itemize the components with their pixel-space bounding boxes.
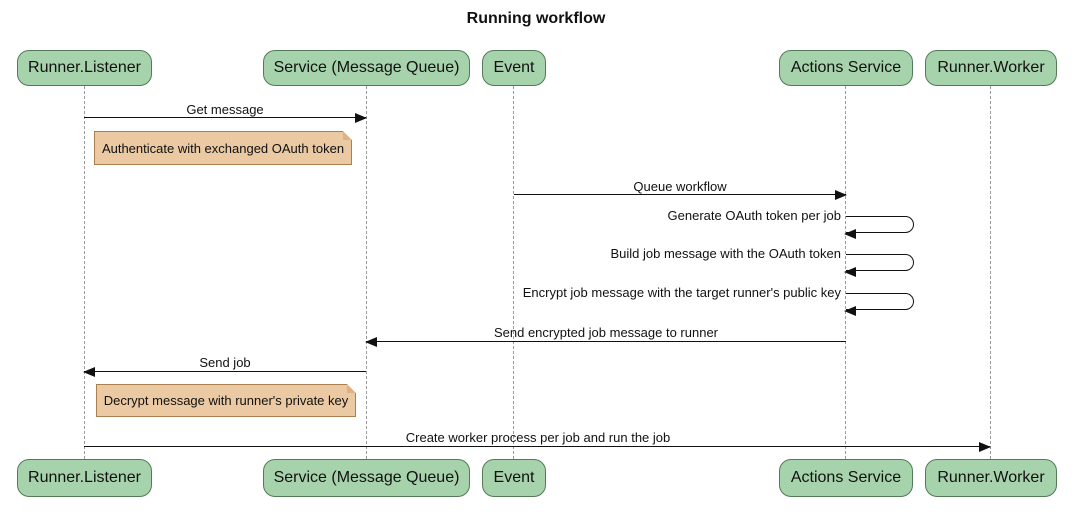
participant-runner-worker-top: Runner.Worker <box>925 50 1057 86</box>
participant-service-mq-bottom: Service (Message Queue) <box>263 459 470 497</box>
note-decrypt: Decrypt message with runner's private ke… <box>96 384 356 417</box>
participant-runner-listener-top: Runner.Listener <box>17 50 152 86</box>
note-fold-cut <box>343 131 352 140</box>
lifeline-event <box>513 86 514 459</box>
message-arrow-get-message <box>84 113 367 123</box>
note-authenticate-text: Authenticate with exchanged OAuth token <box>101 140 345 156</box>
lifeline-runner-worker <box>990 86 991 459</box>
lifeline-runner-listener <box>84 86 85 459</box>
message-selfloop-encrypt-job-message <box>844 293 914 316</box>
participant-service-mq-top: Service (Message Queue) <box>263 50 470 86</box>
message-selfloop-build-job-message <box>844 254 914 277</box>
message-label-send-encrypted: Send encrypted job message to runner <box>493 325 719 340</box>
participant-event-top: Event <box>482 50 546 86</box>
message-arrow-send-job <box>83 367 366 377</box>
diagram-title: Running workflow <box>466 10 606 27</box>
message-label-send-job: Send job <box>199 355 251 370</box>
message-label-encrypt-job-message: Encrypt job message with the target runn… <box>522 285 841 300</box>
note-fold-cut <box>347 384 356 393</box>
participant-runner-listener-bottom: Runner.Listener <box>17 459 152 497</box>
participant-actions-service-bottom: Actions Service <box>779 459 913 497</box>
message-label-build-job-message: Build job message with the OAuth token <box>610 246 841 261</box>
message-arrow-queue-workflow <box>514 190 847 200</box>
note-decrypt-text: Decrypt message with runner's private ke… <box>103 393 349 408</box>
message-label-generate-oauth: Generate OAuth token per job <box>667 208 841 223</box>
message-selfloop-generate-oauth <box>844 216 914 239</box>
note-authenticate: Authenticate with exchanged OAuth token <box>94 131 352 165</box>
message-arrow-create-worker <box>84 442 991 452</box>
message-label-create-worker: Create worker process per job and run th… <box>405 430 671 445</box>
message-label-get-message: Get message <box>186 102 264 117</box>
message-label-queue-workflow: Queue workflow <box>633 179 727 194</box>
participant-event-bottom: Event <box>482 459 546 497</box>
participant-actions-service-top: Actions Service <box>779 50 913 86</box>
lifeline-service-mq <box>366 86 367 459</box>
participant-runner-worker-bottom: Runner.Worker <box>925 459 1057 497</box>
message-arrow-send-encrypted <box>365 337 846 347</box>
